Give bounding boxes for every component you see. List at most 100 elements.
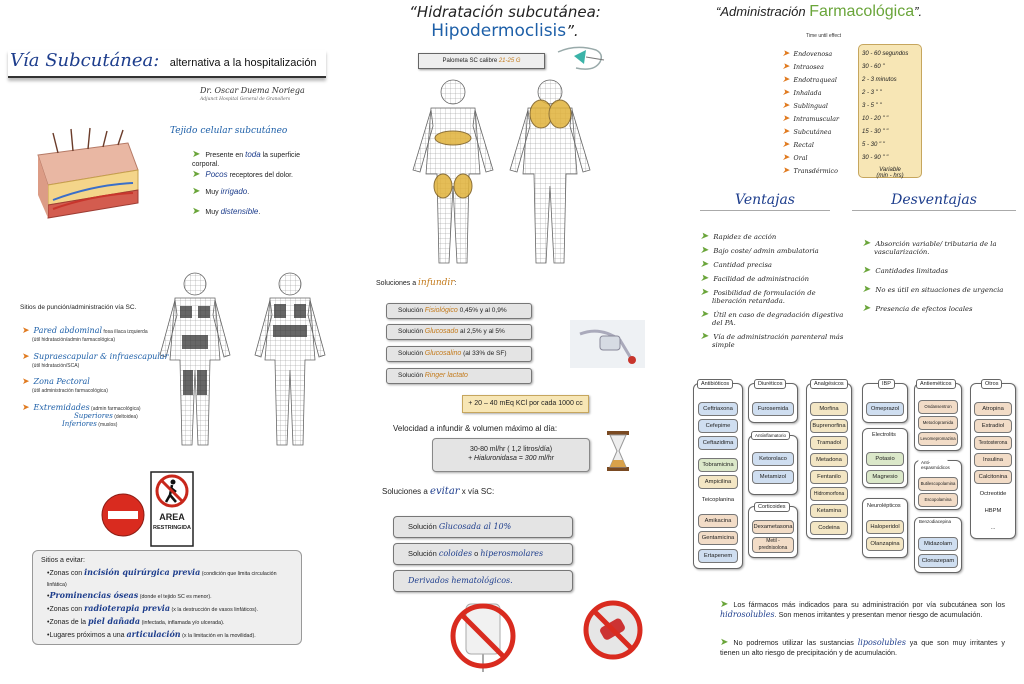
- drug-item: Dexametasona: [752, 520, 794, 534]
- drug-item: Insulina: [974, 453, 1012, 467]
- group-title: Benzodiacepina: [916, 518, 955, 525]
- author: Dr. Oscar Duema Noriega Adjunct Hospital…: [200, 86, 305, 102]
- no-blood-bag-icon: [450, 603, 516, 672]
- drug-item: Ertapenem: [698, 549, 738, 563]
- drug-item: Gentamicina: [698, 531, 738, 545]
- time-value: 3 - 5 " ": [862, 103, 882, 109]
- drug-item: Ceftriaxona: [698, 402, 738, 416]
- col1-title-main: Vía Subcutánea:: [10, 50, 160, 71]
- velocity-title: Velocidad a infundir & volumen máximo al…: [393, 424, 558, 433]
- drug-item: Omeprazol: [866, 402, 904, 416]
- drug-item: Butilescopolamina: [918, 477, 958, 491]
- time-value: 2 - 3 minutos: [862, 77, 897, 83]
- drip-bag-illustration: [570, 320, 645, 368]
- arrow-icon: ➤: [22, 325, 30, 335]
- time-value: 30 - 90 " ": [862, 155, 889, 161]
- desventaja-item: ➤Absorción variable/ tributaria de la va…: [862, 238, 997, 257]
- route-item: ➤Sublingual: [782, 101, 828, 111]
- ventajas-title: Ventajas: [700, 192, 830, 211]
- drug-item: Metadona: [810, 453, 848, 467]
- drug-item: Clonazepam: [918, 554, 958, 568]
- drug-item: Tobramicina: [698, 458, 738, 472]
- desventaja-item: ➤Presencia de efectos locales: [862, 303, 973, 314]
- drug-item: Haloperidol: [866, 520, 904, 534]
- drug-item: Codeina: [810, 521, 848, 535]
- route-item: ➤Oral: [782, 153, 808, 163]
- drug-item: Estradiol: [974, 419, 1012, 433]
- no-pedestrian-icon: [150, 471, 194, 547]
- tissue-item: ➤Muy irrigado.: [192, 186, 250, 197]
- avoid-solutions-title: Soluciones a evitar x vía SC:: [382, 486, 495, 497]
- route-item: ➤Intramuscular: [782, 114, 840, 124]
- solution-item: Solución Glucosado al 2,5% y al 5%: [386, 324, 532, 340]
- drug-item: ...: [974, 521, 1012, 535]
- sites-to-avoid-box: Sitios a evitar: •Zonas con incisión qui…: [32, 550, 302, 645]
- no-medication-icon: [583, 600, 643, 660]
- site-item: ➤Supraescapular & infraescapular(útil hi…: [22, 351, 169, 370]
- body-injection-sites-illustration: [159, 272, 326, 446]
- site-sub-item: Superiores (deltoidea): [74, 412, 138, 420]
- arrow-icon: ➤: [192, 149, 201, 160]
- tissue-title: Tejido celular subcutáneo: [170, 126, 288, 136]
- group-title: Antieméticos: [916, 379, 956, 389]
- drug-item: Metil - prednisolona: [752, 537, 794, 553]
- route-item: ➤Endovenosa: [782, 49, 833, 59]
- group-title: IBP: [878, 379, 895, 389]
- ventaja-item: ➤Útil en caso de degradación digestiva d…: [700, 309, 844, 328]
- drug-item: Ampicilina: [698, 475, 738, 489]
- ventaja-item: ➤Bajo coste/ admin ambulatoria: [700, 245, 819, 256]
- time-value: 30 - 60 ": [862, 64, 885, 70]
- area-sign-line1: AREA: [159, 512, 185, 522]
- drug-item: Levomepromazina: [918, 432, 958, 446]
- drug-item: Buprenorfina: [810, 419, 848, 433]
- arrow-icon: ➤: [192, 169, 201, 180]
- drug-item: Ceftazidima: [698, 436, 738, 450]
- site-item: ➤Pared abdominal fosa ilíaca izquierda(ú…: [22, 325, 148, 344]
- arrow-icon: ➤: [22, 351, 30, 361]
- drug-item: Furosemida: [752, 402, 794, 416]
- drug-item: Magnesio: [866, 470, 904, 484]
- drug-item: Ondansentron: [918, 400, 958, 414]
- group-title: Anti-espasmódicos: [918, 459, 950, 471]
- arrow-icon: ➤: [192, 186, 201, 197]
- infuse-solutions-title: Soluciones a infundir:: [376, 278, 457, 288]
- drug-item: Octreotide: [974, 487, 1012, 501]
- drug-item: Olanzapina: [866, 537, 904, 551]
- velocity-box: 30-80 ml/hr ( 1,2 litros/día) + Hialuron…: [432, 438, 590, 472]
- drug-item: Ketamina: [810, 504, 848, 518]
- tissue-item: ➤Presente en toda la superficie corporal…: [192, 149, 300, 169]
- avoid-item: •Zonas con radioterapia previa (x la des…: [47, 603, 259, 614]
- time-value: 30 - 60 segundos: [862, 51, 909, 57]
- drug-item: Midazolam: [918, 537, 958, 551]
- group-title: Electrolits: [869, 431, 899, 439]
- routes-list: ➤Endovenosa ➤Intraosea ➤Endotraqueal ➤In…: [782, 48, 839, 178]
- route-item: ➤Endotraqueal: [782, 75, 837, 85]
- footnote-hydrosoluble: ➤Los fármacos más indicados para su admi…: [720, 599, 1005, 620]
- time-values-box: 30 - 60 segundos 30 - 60 " 2 - 3 minutos…: [858, 44, 922, 179]
- time-value: 2 - 3 " ": [862, 90, 882, 96]
- palometa-label: Palometa SC calibre 21-25 G: [418, 53, 545, 69]
- avoid-solution-item: Solución coloides o hiperosmolares: [393, 543, 573, 565]
- drug-item: Hidromorfona: [810, 487, 848, 501]
- arrow-icon: ➤: [22, 402, 30, 412]
- drug-item: Testosterona: [974, 436, 1012, 450]
- no-entry-icon: [101, 493, 145, 537]
- time-until-effect-label: Time until effect: [806, 33, 842, 39]
- group-title: Antibióticos: [697, 379, 734, 389]
- restricted-area-sign: AREA RESTRINGIDA: [150, 471, 194, 547]
- drug-item: Teicoplanina: [698, 493, 738, 507]
- ventaja-item: ➤Rapidez de acción: [700, 231, 777, 242]
- solution-item: Solución Fisiológico 0,45% y al 0,9%: [386, 303, 532, 319]
- time-value: 15 - 30 " ": [862, 129, 889, 135]
- author-affiliation: Adjunct Hospital General de Granollers: [200, 97, 291, 102]
- drug-item: Ketorolaco: [752, 452, 794, 466]
- drug-item: Escopolamina: [918, 493, 958, 507]
- area-sign-line2: RESTRINGIDA: [153, 525, 191, 531]
- group-title: Neurolépticos: [864, 502, 904, 510]
- desventaja-item: ➤No es útil en situaciones de urgencia: [862, 284, 1004, 295]
- route-item: ➤Subcutánea: [782, 127, 832, 137]
- drug-item: Metoclopramida: [918, 416, 958, 430]
- ventaja-item: ➤Vía de administración parenteral más si…: [700, 331, 844, 350]
- site-sub-item: Inferiores (muslos): [62, 420, 118, 428]
- drug-item: HBPM: [974, 504, 1012, 518]
